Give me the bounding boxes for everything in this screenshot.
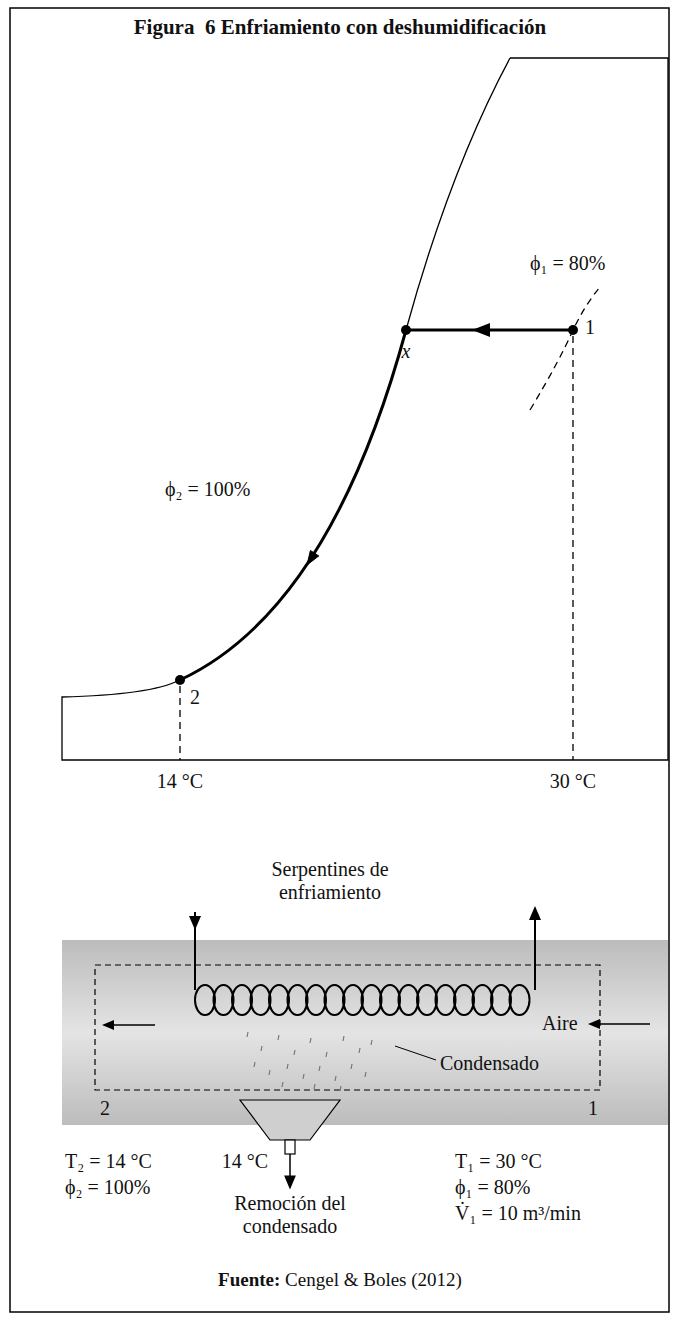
state-label: ϕ₂ = 100% [65,1176,150,1199]
drop [371,1040,372,1045]
coil-loop [343,985,363,1015]
drop [340,1086,341,1091]
drop [294,1050,295,1055]
state-number: 1 [588,1097,598,1120]
cooling-duct [62,940,668,1125]
curve-label: ϕ₂ = 100% [165,478,250,501]
state-number: 2 [190,686,200,709]
coil-loop [380,985,400,1015]
temperature-label: 14 °C [222,1150,268,1173]
state-number: 2 [100,1097,110,1120]
cooling-coil [195,912,535,1015]
drop [310,1038,311,1043]
state-label: T₂ = 14 °C [65,1150,152,1173]
coil-loop [325,985,345,1015]
curve-label: ϕ₁ = 80% [530,252,605,275]
drop [247,1032,248,1037]
coil-loop [232,985,252,1015]
temperature-label: 30 °C [550,770,596,793]
condensate-drops [247,1032,372,1091]
drop [326,1052,327,1057]
drop [359,1048,360,1053]
pipe-arrows [189,906,541,930]
coil-loop [195,985,215,1015]
coil-loop [288,985,308,1015]
drop [319,1066,320,1071]
frame [10,8,669,1312]
state-label: ϕ₁ = 80% [455,1176,530,1199]
coil-loop [436,985,456,1015]
coil-loop [510,985,530,1015]
drop [254,1062,255,1067]
source-caption: Fuente: Cengel & Boles (2012) [218,1268,462,1291]
leader-line [395,1046,436,1060]
flow-label: Aire [542,1012,578,1035]
state-label: V̇₁ = 10 m³/min [455,1202,581,1225]
drop [335,1076,336,1081]
part-label: Remoción del condensado [215,1192,365,1238]
coil-loop [269,985,289,1015]
coil-loop [417,985,437,1015]
coil-loop [251,985,271,1015]
drop [269,1070,270,1075]
coil-loop [399,985,419,1015]
drop [351,1064,352,1069]
drop [343,1036,344,1041]
temperature-label: 14 °C [157,770,203,793]
drop [287,1064,288,1069]
coil-loop [491,985,511,1015]
drop [314,1084,315,1089]
state-label: T₁ = 30 °C [455,1150,542,1173]
coil-loop [473,985,493,1015]
figure-title: Figura 6 Enfriamiento con deshumidificac… [134,16,546,39]
coil-loop [454,985,474,1015]
coil-loop [362,985,382,1015]
drop [303,1074,304,1079]
psychrometric-chart [62,58,668,760]
state-number: 1 [585,316,595,339]
drop [365,1072,366,1077]
part-label: Condensado [440,1052,539,1075]
drop [282,1082,283,1087]
drop [278,1035,279,1040]
part-label: Serpentines de enfriamiento [255,858,405,904]
drop [261,1046,262,1051]
coil-loop [306,985,326,1015]
condensate-tray [240,1100,340,1188]
state-letter: x [402,340,411,363]
coil-loop [214,985,234,1015]
